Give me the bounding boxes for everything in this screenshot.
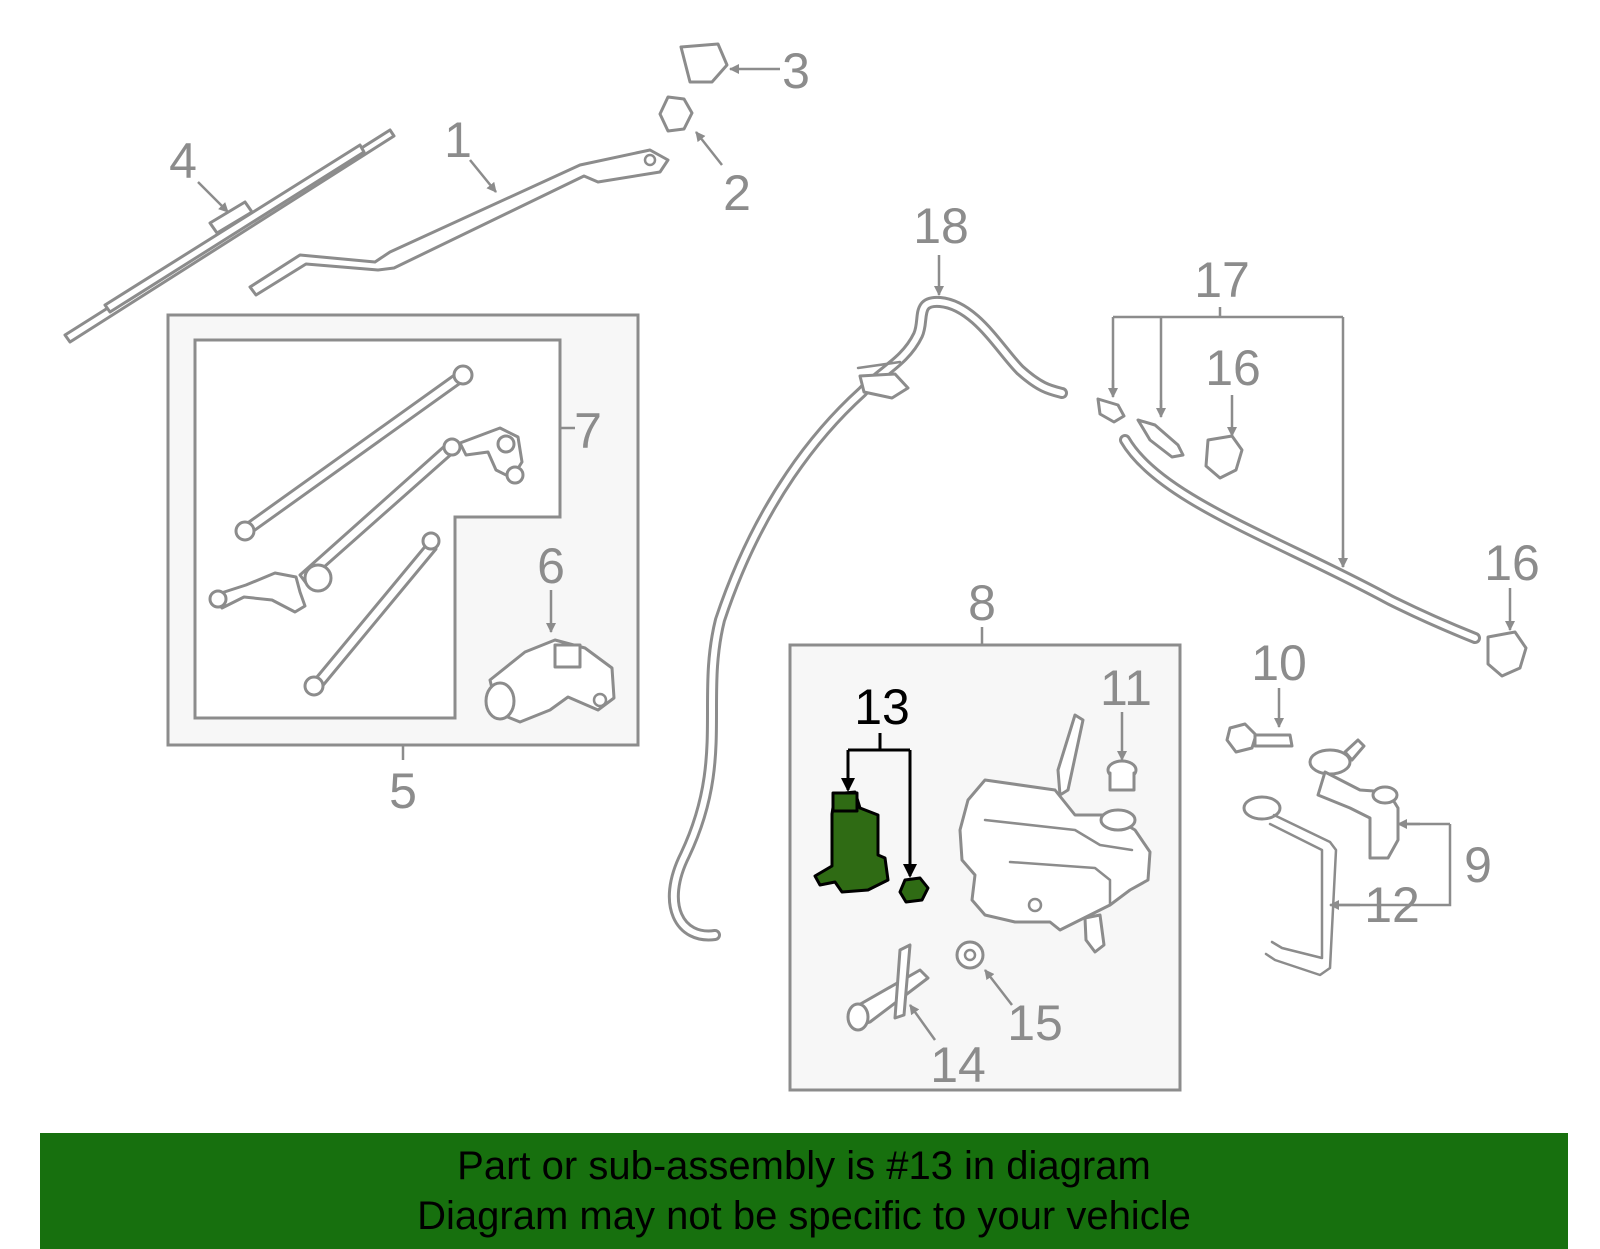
callout-12: 12 — [1364, 877, 1420, 933]
washer-pump-part-highlighted — [813, 790, 930, 904]
callout-4: 4 — [169, 133, 197, 189]
filler-neck-part — [1308, 738, 1400, 860]
pump-grommet-part — [955, 940, 985, 970]
callout-15: 15 — [1007, 995, 1063, 1051]
washer-reservoir-part — [958, 713, 1152, 954]
callout-2: 2 — [723, 165, 751, 221]
washer-nozzle-part-a — [1204, 434, 1244, 480]
leader-4 — [197, 181, 229, 213]
callout-18: 18 — [913, 198, 969, 254]
callout-3: 3 — [782, 43, 810, 99]
callout-10: 10 — [1251, 635, 1307, 691]
washer-hose-part — [667, 295, 1068, 942]
cap-part — [679, 42, 729, 84]
callout-16-upper: 16 — [1205, 340, 1261, 396]
leader-2 — [695, 131, 723, 166]
footer-part-note: Part or sub-assembly is #13 in diagram — [457, 1144, 1151, 1188]
footer-disclaimer: Diagram may not be specific to your vehi… — [417, 1194, 1191, 1238]
callout-13: 13 — [854, 679, 910, 735]
callout-7: 7 — [574, 403, 602, 459]
leader-1 — [469, 159, 497, 193]
callout-6: 6 — [537, 538, 565, 594]
grommet-part — [1106, 759, 1138, 792]
leader-15 — [984, 969, 1013, 1006]
callout-9: 9 — [1464, 837, 1492, 893]
leader-17 — [1111, 307, 1345, 567]
callout-11: 11 — [1100, 660, 1152, 716]
nozzle-hose-part — [1096, 397, 1481, 644]
bolt-part — [1225, 722, 1294, 754]
filler-tube-part — [1242, 795, 1338, 977]
wiper-blade-part — [63, 128, 396, 344]
nut-part — [658, 95, 694, 133]
callout-17: 17 — [1194, 252, 1250, 308]
callout-8: 8 — [968, 575, 996, 631]
wiper-motor-part — [484, 638, 616, 724]
callout-5: 5 — [389, 763, 417, 819]
linkage-subbox-7 — [193, 338, 562, 720]
pump-connector-part — [846, 943, 930, 1032]
leader-14 — [908, 1004, 937, 1041]
linkage-rods — [208, 364, 525, 697]
callout-1: 1 — [444, 112, 472, 168]
wiper-arm-part — [248, 148, 670, 297]
washer-nozzle-part-b — [1486, 630, 1528, 678]
callout-14: 14 — [930, 1037, 986, 1093]
footer-banner: Part or sub-assembly is #13 in diagram D… — [40, 1133, 1568, 1249]
callout-16-lower: 16 — [1484, 535, 1540, 591]
leader-13 — [846, 733, 912, 873]
